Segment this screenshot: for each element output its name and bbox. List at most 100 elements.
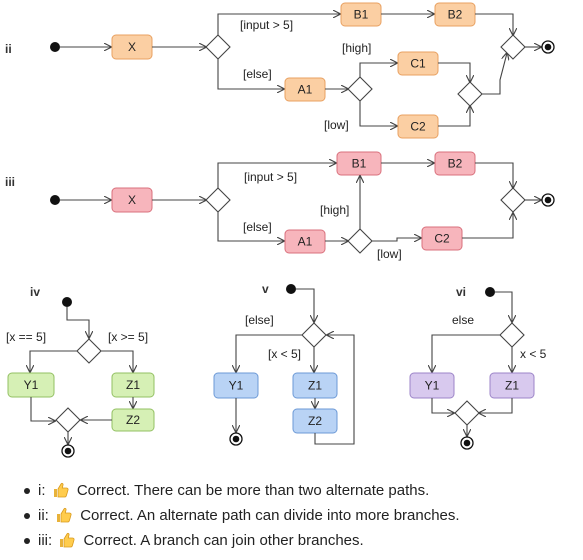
note-text: Correct. A branch can join other branche… — [83, 532, 364, 549]
action-label-ii-c1: C1 — [410, 57, 426, 71]
edge-v-loop-back — [314, 335, 355, 445]
action-label-ii-c2: C2 — [410, 120, 426, 134]
final-node-v-core — [232, 435, 240, 443]
guard-iii-low: [low] — [377, 247, 402, 261]
initial-node-vi — [485, 287, 495, 297]
final-node-iv-core — [64, 447, 72, 455]
edge-vi-y1-merge — [431, 398, 454, 413]
edge-iii-b2-merge — [475, 162, 513, 188]
note-item: i: Correct. There can be more than two a… — [24, 478, 460, 503]
decision-node-vi — [499, 322, 525, 348]
edge-iii-to-b1 — [217, 163, 336, 188]
edge-iv-y1-merge — [30, 397, 55, 421]
guard-iii-high: [high] — [320, 203, 349, 217]
edge-iv-to-y1 — [30, 350, 77, 372]
action-label-iii-b2: B2 — [448, 157, 463, 171]
note-prefix: i: — [38, 482, 46, 499]
action-label-v-z2: Z2 — [308, 414, 322, 428]
diagram-label-vi: vi — [456, 285, 466, 299]
action-label-ii-a1: A1 — [298, 83, 313, 97]
note-prefix: ii: — [38, 507, 49, 524]
thumbs-up-icon — [53, 482, 69, 498]
diagram-v: v [else] [x < 5] Y1 Z1 Z2 — [213, 282, 355, 446]
diagram-label-v: v — [262, 282, 269, 296]
final-node-ii-core — [544, 43, 552, 51]
action-label-ii-b1: B1 — [354, 8, 369, 22]
edge-ii-c1-merge — [438, 62, 470, 82]
final-node-vi-core — [463, 439, 471, 447]
notes-list: i: Correct. There can be more than two a… — [0, 478, 460, 553]
decision-node-iii-2 — [347, 228, 373, 254]
activity-diagrams: ii X [input > 5] B1 B2 [else] A1 [high] … — [5, 2, 555, 458]
action-label-vi-y1: Y1 — [425, 379, 440, 393]
initial-node-ii — [50, 42, 60, 52]
guard-ii-else: [else] — [243, 67, 272, 81]
edge-v-start-decision — [296, 288, 314, 322]
diagram-label-iii: iii — [5, 175, 15, 189]
initial-node-iv — [62, 297, 72, 307]
merge-node-ii-inner — [457, 81, 483, 107]
action-label-v-y1: Y1 — [229, 379, 244, 393]
edge-ii-to-b1 — [217, 14, 340, 35]
edge-ii-to-c2 — [359, 101, 397, 126]
guard-iv-x-eq-5: [x == 5] — [6, 330, 46, 344]
guard-vi-else: else — [452, 313, 474, 327]
action-label-iii-a1: A1 — [298, 235, 313, 249]
edge-ii-inner-merge-outer — [482, 53, 507, 95]
decision-node-ii-2 — [347, 76, 373, 102]
action-label-iii-x: X — [128, 193, 136, 207]
note-text: Correct. An alternate path can divide in… — [80, 507, 460, 524]
diagram-vi: vi else x < 5 Y1 Z1 — [409, 285, 547, 450]
guard-iii-input-gt-5: [input > 5] — [244, 170, 297, 184]
edge-ii-to-a1 — [217, 59, 284, 89]
final-node-iii-core — [544, 196, 552, 204]
guard-iii-else: [else] — [243, 220, 272, 234]
initial-node-iii — [50, 195, 60, 205]
action-label-v-z1: Z1 — [308, 379, 322, 393]
decision-node-v — [301, 322, 327, 348]
guard-v-else: [else] — [245, 313, 274, 327]
action-label-iv-y1: Y1 — [24, 378, 39, 392]
guard-v-x-lt-5: [x < 5] — [268, 347, 301, 361]
merge-node-vi — [454, 400, 480, 426]
action-label-iii-c2: C2 — [434, 232, 450, 246]
merge-node-iv — [55, 407, 81, 433]
action-label-iv-z1: Z1 — [126, 378, 140, 392]
edge-iii-to-c2 — [372, 238, 421, 241]
edge-iii-c2-merge — [462, 213, 513, 239]
diagram-label-iv: iv — [30, 285, 40, 299]
diagram-ii: ii X [input > 5] B1 B2 [else] A1 [high] … — [5, 2, 555, 139]
initial-node-v — [286, 284, 296, 294]
note-text: Correct. There can be more than two alte… — [76, 482, 430, 499]
action-label-vi-z1: Z1 — [505, 379, 519, 393]
action-label-iii-b1: B1 — [352, 157, 367, 171]
merge-node-iii — [500, 187, 526, 213]
guard-ii-high: [high] — [342, 41, 371, 55]
edge-ii-c2-merge — [438, 106, 470, 127]
guard-vi-x-lt-5: x < 5 — [520, 347, 547, 361]
edge-iii-to-a1 — [217, 212, 284, 241]
edge-vi-start-decision — [495, 291, 512, 322]
edge-vi-to-y1 — [432, 334, 500, 372]
thumbs-up-icon — [60, 532, 75, 548]
action-label-iv-z2: Z2 — [126, 413, 140, 427]
merge-node-ii-outer — [500, 34, 526, 60]
action-label-ii-x: X — [128, 40, 136, 54]
diagram-iv: iv [x == 5] [x >= 5] Y1 Z1 Z2 — [6, 285, 155, 458]
note-item: iii: Correct. A branch can join other br… — [24, 528, 460, 553]
action-label-ii-b2: B2 — [448, 8, 463, 22]
edge-iv-start-decision — [66, 307, 89, 338]
diagram-label-ii: ii — [5, 42, 12, 56]
note-item: ii: Correct. An alternate path can divid… — [24, 503, 460, 528]
edge-ii-b2-merge — [475, 13, 513, 35]
decision-node-ii-1 — [205, 34, 231, 60]
edge-vi-z1-merge — [479, 398, 513, 413]
guard-ii-input-gt-5: [input > 5] — [240, 18, 293, 32]
decision-node-iv — [76, 338, 102, 364]
note-prefix: iii: — [38, 532, 53, 549]
edge-iv-to-z1 — [101, 350, 133, 372]
diagram-iii: iii X [input > 5] B1 B2 [else] A1 [high]… — [5, 151, 555, 261]
guard-iv-x-ge-5: [x >= 5] — [108, 330, 148, 344]
edge-v-to-y1 — [236, 334, 302, 372]
edge-ii-to-c1 — [359, 63, 397, 77]
